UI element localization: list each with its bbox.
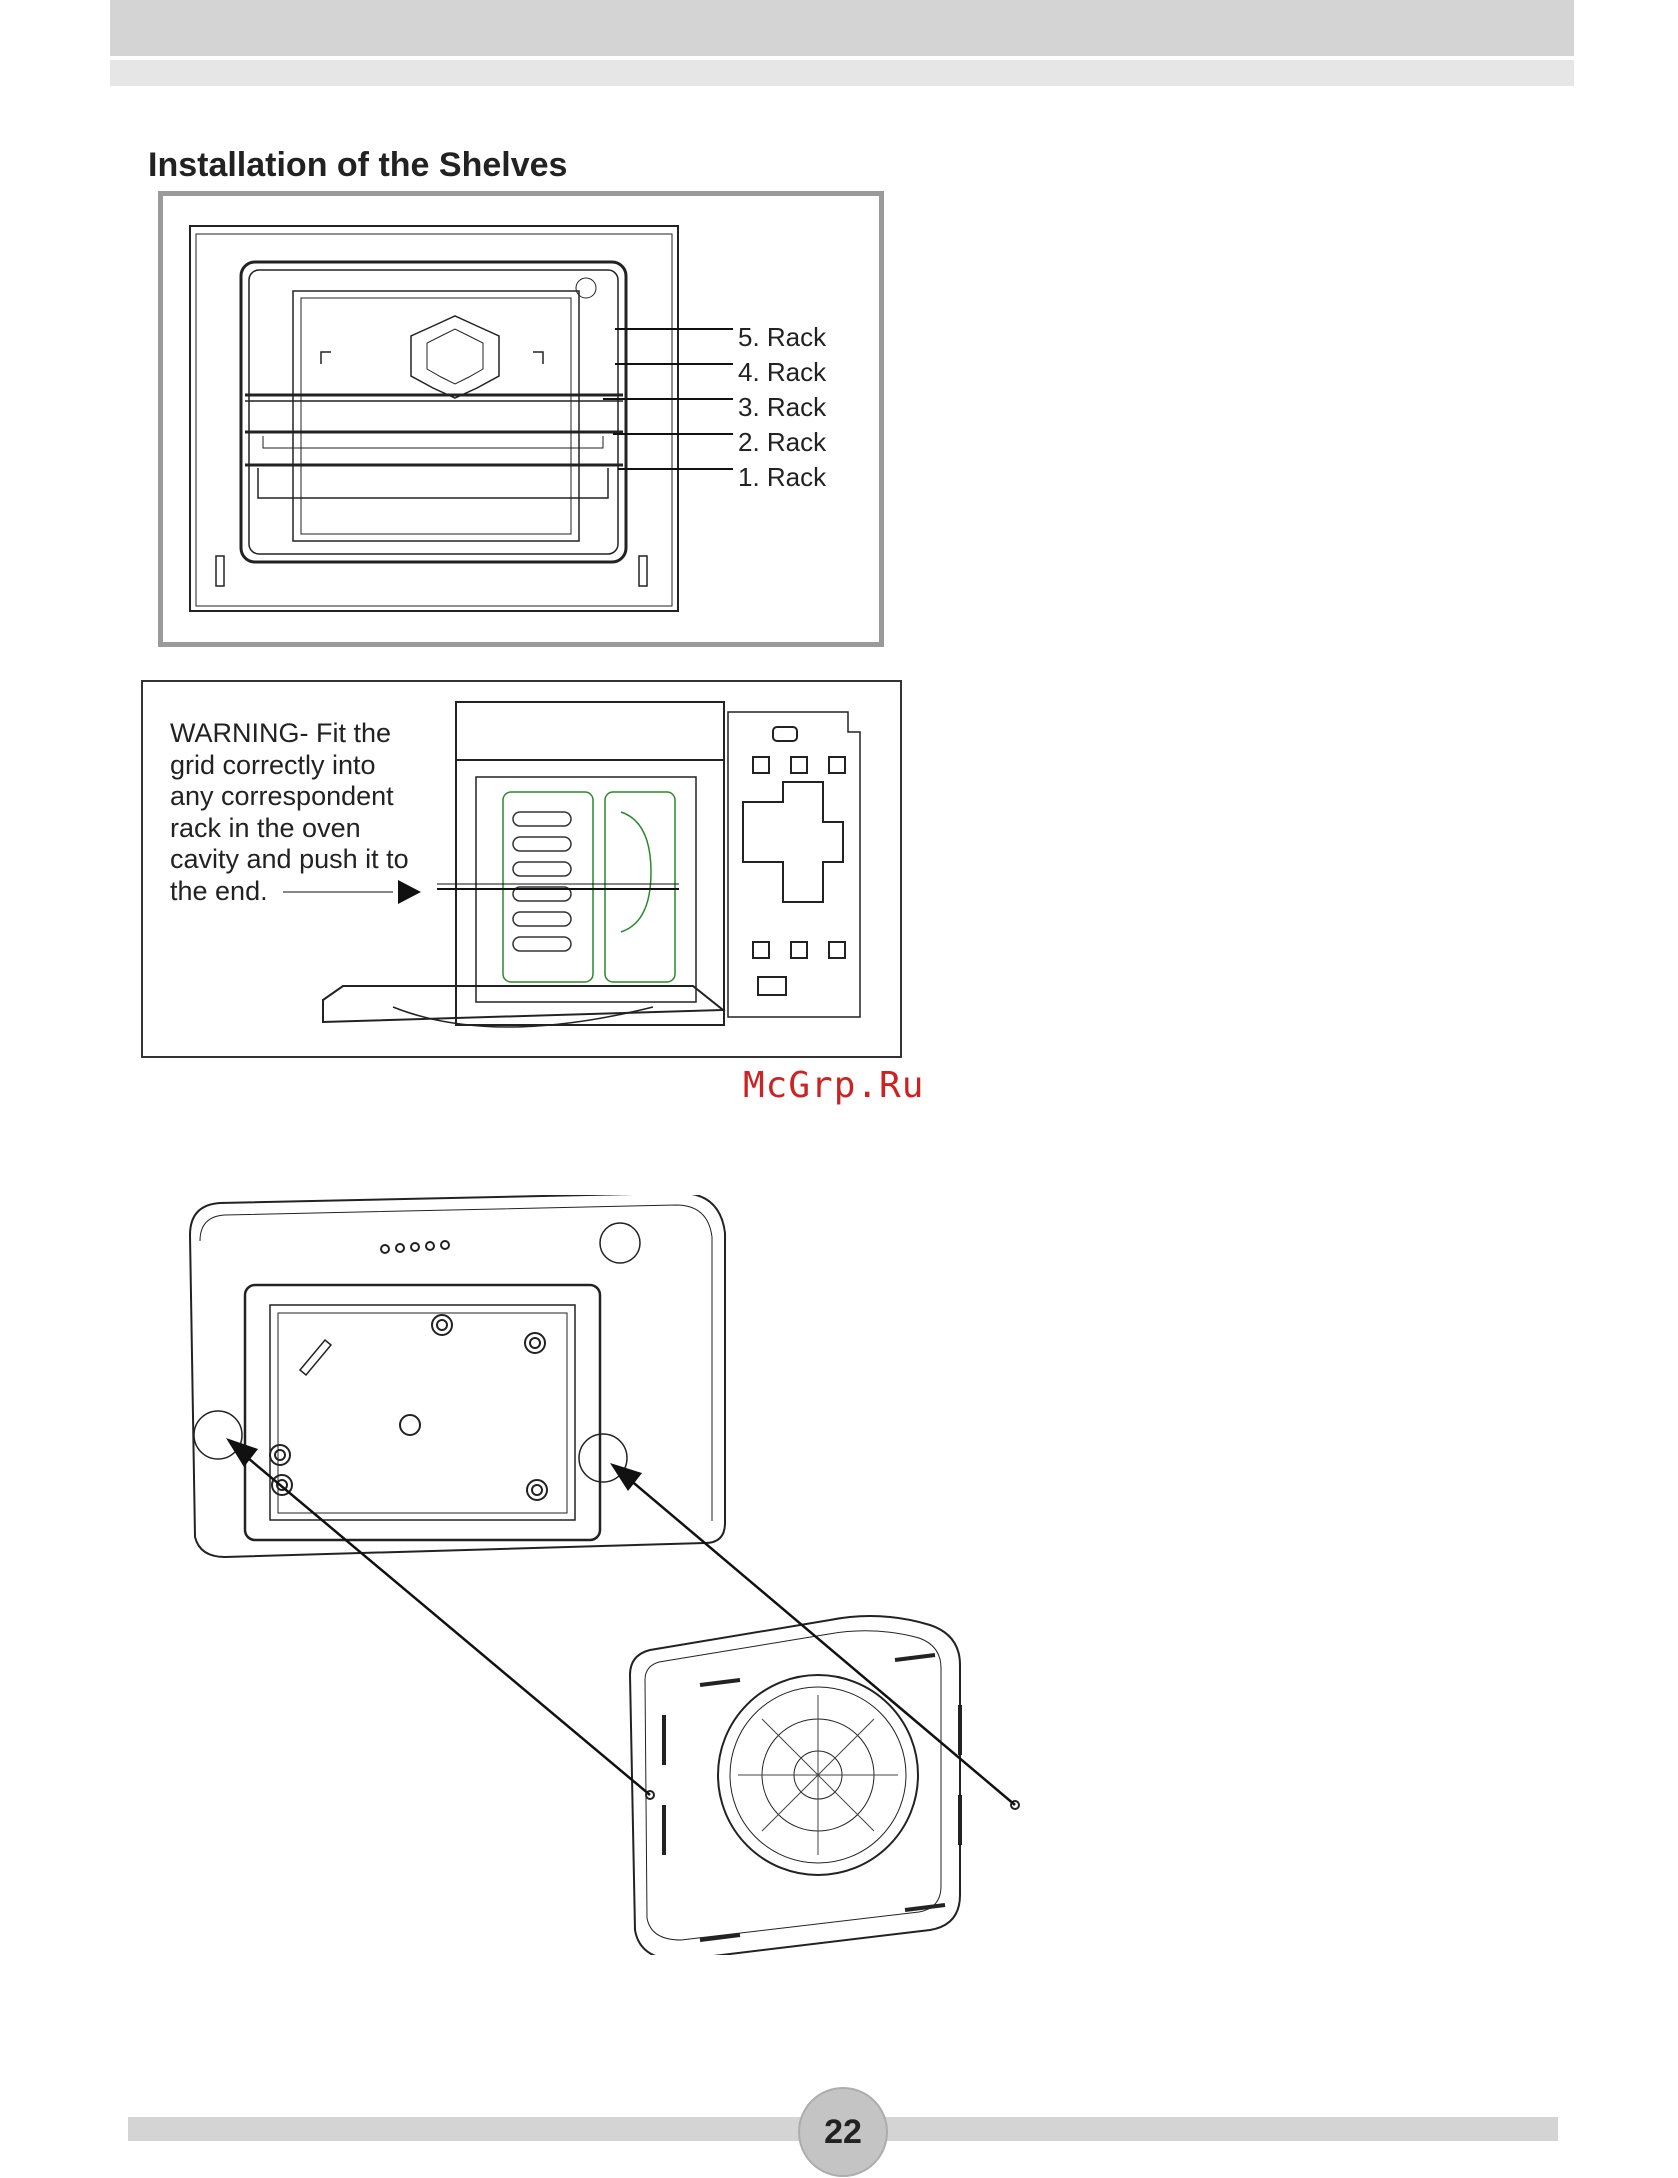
header-subband	[110, 60, 1574, 86]
header-band	[110, 0, 1574, 56]
rack-label-2: 2. Rack	[738, 427, 826, 458]
warning-line-1: WARNING- Fit the	[170, 718, 460, 750]
rack-label-5: 5. Rack	[738, 322, 826, 353]
rack-label-1: 1. Rack	[738, 462, 826, 493]
watermark: McGrp.Ru	[743, 1065, 924, 1106]
rack-label-3: 3. Rack	[738, 392, 826, 423]
warning-text: WARNING- Fit the grid correctly into any…	[170, 718, 460, 907]
warning-line-3: any correspondent	[170, 781, 460, 813]
rack-label-4: 4. Rack	[738, 357, 826, 388]
warning-line-4: rack in the oven	[170, 813, 460, 845]
rack-positions-figure: 5. Rack 4. Rack 3. Rack 2. Rack 1. Rack	[158, 191, 884, 647]
oven-front-drawing	[163, 196, 889, 652]
page-number: 22	[798, 2087, 888, 2177]
warning-line-2: grid correctly into	[170, 750, 460, 782]
grid-insertion-figure: WARNING- Fit the grid correctly into any…	[141, 680, 902, 1058]
warning-line-6: the end.	[170, 876, 460, 908]
warning-line-5: cavity and push it to	[170, 844, 460, 876]
back-panel-figure	[160, 1195, 1022, 1955]
section-title: Installation of the Shelves	[148, 146, 567, 185]
back-panel-drawing	[160, 1195, 1022, 1955]
